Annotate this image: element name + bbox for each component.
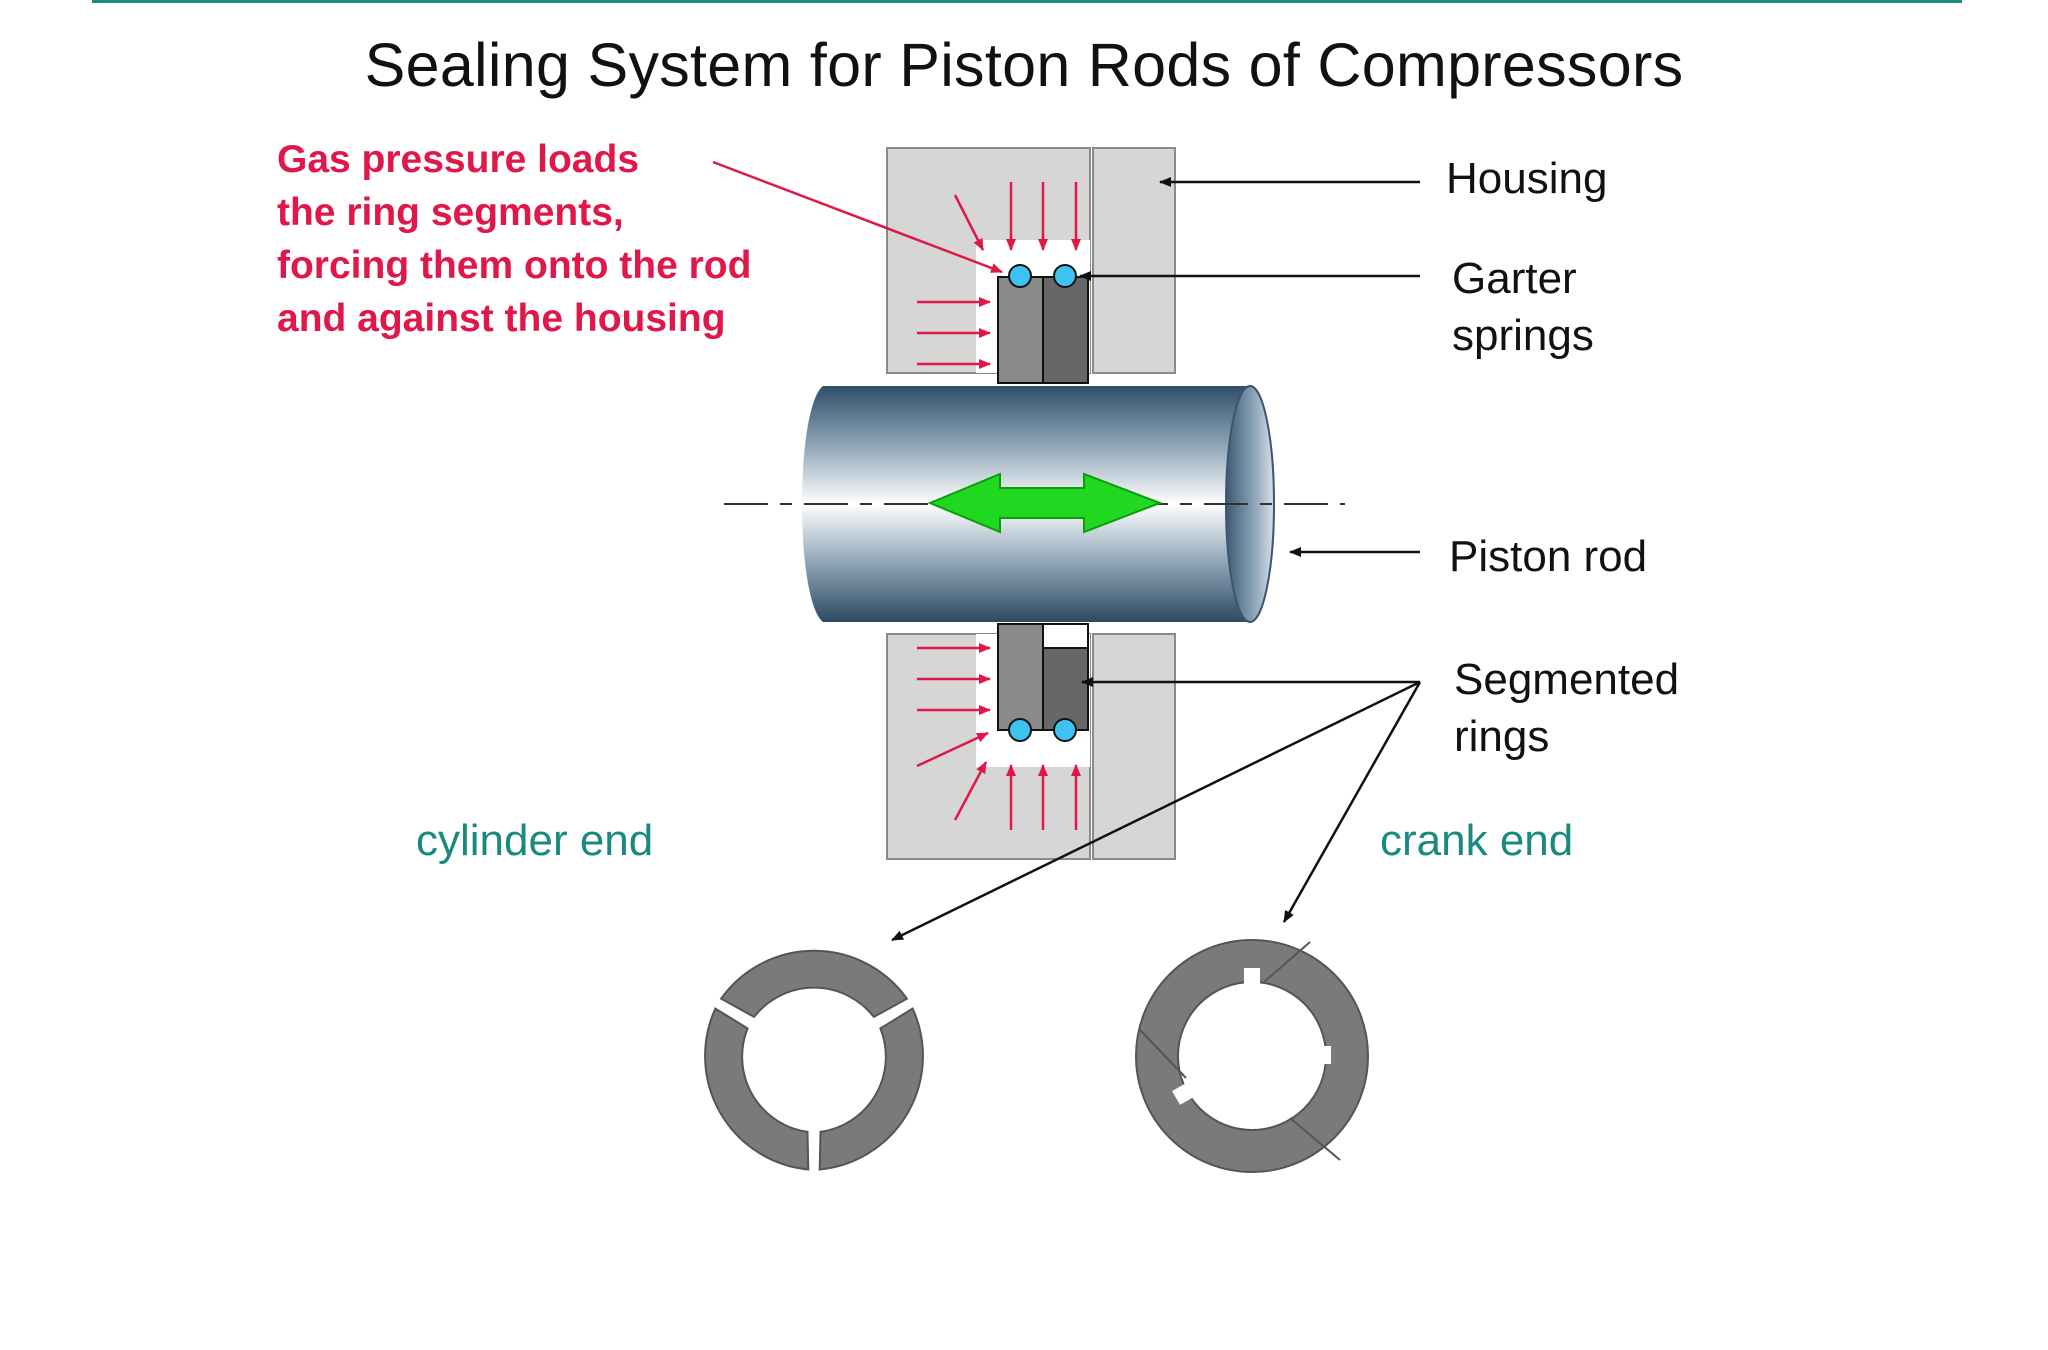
annotation-line: forcing them onto the rod	[277, 244, 752, 287]
annotation-line: Gas pressure loads	[277, 138, 640, 181]
crank-end-label: crank end	[1380, 816, 1574, 865]
segmented-rings-label-line: rings	[1454, 712, 1550, 761]
garter-springs-label-line: Garter	[1452, 254, 1577, 303]
housing-label: Housing	[1446, 154, 1608, 203]
ring-segment	[719, 949, 909, 1019]
ring-section-upper	[997, 276, 1089, 384]
crank-end-ring	[1135, 939, 1369, 1173]
diagram-title: Sealing System for Piston Rods of Compre…	[364, 31, 1684, 99]
garter-springs	[1008, 264, 1077, 742]
garter-springs-label: Garter springs	[1452, 250, 1594, 364]
annotation-line: the ring segments,	[277, 191, 624, 234]
ring-segment	[818, 1007, 924, 1171]
motion-double-arrow	[927, 472, 1163, 534]
segmented-rings-leader	[891, 680, 1421, 942]
label-leaders	[891, 177, 1422, 942]
segmented-rings-leader	[1282, 681, 1422, 923]
garter-spring	[1053, 264, 1077, 288]
piston-rod-label: Piston rod	[1449, 532, 1648, 581]
segmented-rings-label-line: Segmented	[1454, 655, 1680, 704]
segmented-rings-label: Segmented rings	[1454, 651, 1679, 765]
garter-spring	[1008, 264, 1032, 288]
garter-spring	[1008, 718, 1032, 742]
garter-springs-label-line: springs	[1452, 311, 1594, 360]
ring-segment	[704, 1007, 810, 1171]
ring-section-lower	[997, 623, 1089, 731]
top-rule	[92, 0, 1962, 3]
cylinder-end-ring	[704, 949, 924, 1171]
annotation-line: and against the housing	[277, 297, 726, 340]
garter-spring	[1053, 718, 1077, 742]
gas-pressure-annotation: Gas pressure loads the ring segments, fo…	[277, 133, 751, 345]
gas-pressure-arrows-lower	[916, 643, 1081, 830]
annotation-pointer	[712, 160, 1003, 274]
cylinder-end-label: cylinder end	[416, 816, 654, 865]
gas-pressure-arrows-upper	[917, 182, 1081, 369]
